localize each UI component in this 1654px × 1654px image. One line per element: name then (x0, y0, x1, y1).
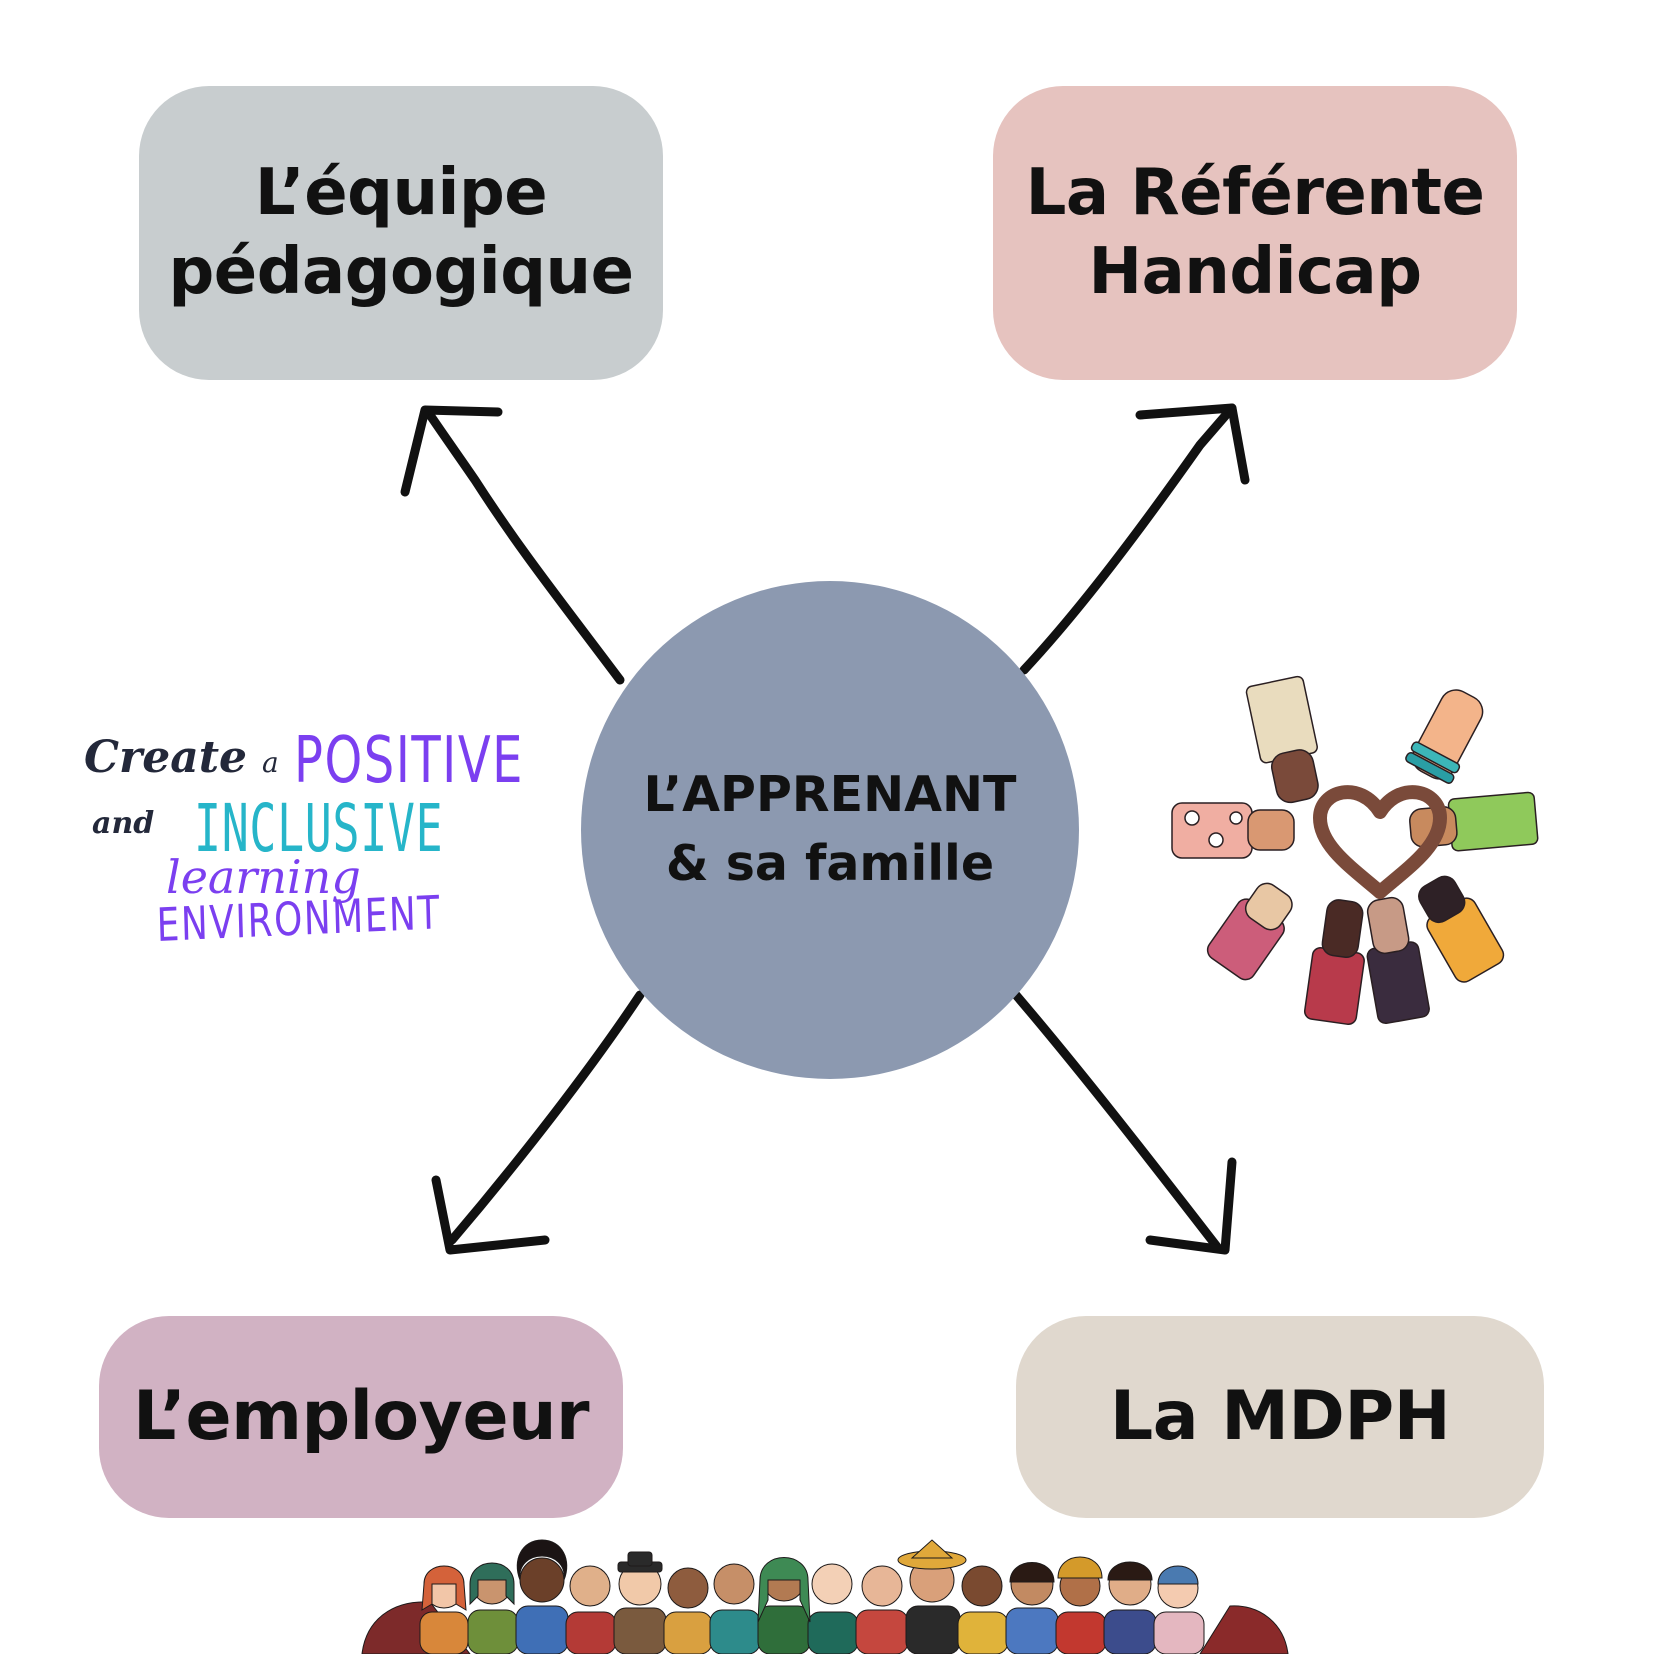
arrow-to-bottom-right (1011, 990, 1237, 1255)
node-referente-line1: La Référente (1025, 156, 1485, 231)
node-referente-handicap: La Référente Handicap (993, 86, 1517, 380)
arrow-to-top-right (1019, 403, 1250, 675)
node-equipe-pedagogique: L’équipe pédagogique (139, 86, 663, 380)
slogan-and: and (92, 806, 155, 841)
node-employeur: L’employeur (99, 1316, 623, 1518)
slogan-inclusive-learning: Create a POSITIVE and INCLUSIVE learning… (84, 724, 564, 968)
node-mdph-label: La MDPH (1109, 1377, 1451, 1457)
node-referente-line2: Handicap (1088, 235, 1422, 309)
center-line2: & sa famille (665, 835, 995, 892)
slogan-inclusive: INCLUSIVE (194, 790, 444, 867)
slogan-create: Create (84, 732, 248, 783)
node-equipe-line1: L’équipe (254, 156, 548, 231)
node-mdph: La MDPH (1016, 1316, 1544, 1518)
arrow-to-bottom-left (431, 990, 645, 1255)
node-equipe-line2: pédagogique (168, 235, 634, 309)
center-apprenant: L’APPRENANT & sa famille (581, 581, 1079, 1079)
arrow-to-top-left (400, 405, 625, 685)
node-employeur-label: L’employeur (132, 1377, 590, 1457)
center-line1: L’APPRENANT (643, 766, 1017, 824)
slogan-learning: learning (166, 850, 361, 904)
slogan-positive: POSITIVE (294, 724, 524, 798)
slogan-a: a (262, 746, 279, 779)
